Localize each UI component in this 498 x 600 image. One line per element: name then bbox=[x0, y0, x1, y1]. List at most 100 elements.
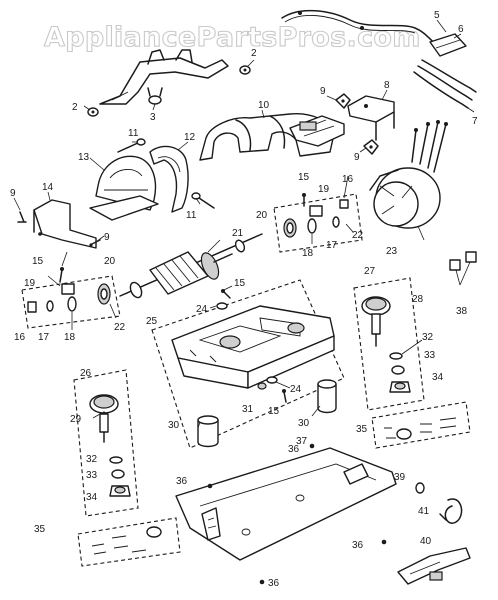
part-36-screw-c[interactable] bbox=[381, 539, 387, 545]
part-25-gear-case[interactable] bbox=[171, 305, 335, 389]
callout-15-bottom: 15 bbox=[268, 406, 280, 417]
callout-32-right: 32 bbox=[422, 332, 434, 343]
part-16-brush-cap-left[interactable] bbox=[27, 301, 37, 313]
part-20-brush-holder-left[interactable] bbox=[97, 283, 111, 305]
callout-24-top: 24 bbox=[196, 304, 208, 315]
part-8-switch-bracket[interactable] bbox=[347, 95, 395, 141]
callout-10: 10 bbox=[258, 100, 270, 111]
callout-9-right: 9 bbox=[354, 152, 360, 163]
callout-19-left: 19 bbox=[24, 278, 36, 289]
part-12-fan-gasket[interactable] bbox=[149, 145, 189, 213]
part-18-brush-spring-right[interactable] bbox=[307, 218, 317, 234]
part-28-beater-gear-right[interactable] bbox=[361, 296, 391, 347]
part-11-fan-screw-top[interactable] bbox=[117, 138, 146, 153]
callout-22-right: 22 bbox=[352, 230, 364, 241]
part-15-screw-case-bottom[interactable] bbox=[282, 389, 287, 403]
part-24-bushing-bottom[interactable] bbox=[266, 376, 278, 384]
callout-2-left: 2 bbox=[72, 102, 78, 113]
part-18-brush-spring-left[interactable] bbox=[67, 296, 77, 312]
part-35-ejector-left[interactable] bbox=[91, 526, 162, 555]
callout-36-a: 36 bbox=[176, 476, 188, 487]
part-40-ejector-button[interactable] bbox=[397, 547, 471, 585]
callout-18-right: 18 bbox=[302, 248, 314, 259]
part-15-screw-left[interactable] bbox=[59, 267, 64, 283]
part-20-brush-holder-right[interactable] bbox=[283, 218, 297, 238]
callout-36-c: 36 bbox=[352, 540, 364, 551]
part-30-bearing-right[interactable] bbox=[317, 379, 337, 414]
part-9-clip-b[interactable] bbox=[363, 139, 379, 155]
part-30-bearing-left[interactable] bbox=[197, 415, 219, 448]
callout-18-left: 18 bbox=[64, 332, 76, 343]
callout-16-right: 16 bbox=[342, 174, 354, 185]
part-9-clip-c[interactable] bbox=[17, 211, 27, 223]
callout-19-right: 19 bbox=[318, 184, 330, 195]
part-38-feet[interactable] bbox=[449, 251, 477, 271]
part-35-ejector-right[interactable] bbox=[384, 417, 457, 440]
part-2-screw-left[interactable] bbox=[87, 107, 99, 117]
part-17-insulator-right[interactable] bbox=[332, 216, 340, 228]
callout-9-bracket: 9 bbox=[104, 232, 110, 243]
part-36-screw-d[interactable] bbox=[259, 579, 265, 585]
callout-3: 3 bbox=[150, 112, 156, 123]
callout-6: 6 bbox=[458, 24, 464, 35]
part-2-screw-top[interactable] bbox=[239, 65, 251, 75]
part-15-screw-gear-case[interactable] bbox=[221, 289, 231, 299]
part-6-strain-relief[interactable] bbox=[429, 33, 467, 57]
part-37-base-plate[interactable] bbox=[175, 447, 397, 561]
part-31-washer[interactable] bbox=[257, 382, 267, 390]
brush-assembly-right-outline bbox=[273, 193, 363, 253]
callout-15-right: 15 bbox=[298, 172, 310, 183]
part-32-washer-right[interactable] bbox=[389, 352, 403, 360]
part-9-clip-a[interactable] bbox=[335, 93, 351, 109]
callout-26: 26 bbox=[80, 368, 92, 379]
callout-9-top: 9 bbox=[320, 86, 326, 97]
callout-7: 7 bbox=[472, 116, 478, 127]
callout-38: 38 bbox=[456, 306, 468, 317]
part-34-socket-left[interactable] bbox=[109, 485, 131, 497]
callout-32-left: 32 bbox=[86, 454, 98, 465]
part-33-ring-right[interactable] bbox=[391, 365, 405, 375]
part-19-brush-right[interactable] bbox=[309, 205, 323, 217]
part-17-insulator-left[interactable] bbox=[46, 300, 54, 312]
part-36-screw-b[interactable] bbox=[309, 443, 315, 449]
callout-40: 40 bbox=[420, 536, 432, 547]
callout-21: 21 bbox=[232, 228, 244, 239]
gear-assembly-left-outline bbox=[73, 369, 139, 517]
watermark: AppliancePartsPros.com bbox=[44, 22, 421, 53]
part-32-washer-left[interactable] bbox=[109, 456, 123, 464]
callout-22-left: 22 bbox=[114, 322, 126, 333]
callout-33-right: 33 bbox=[424, 350, 436, 361]
gear-assembly-right-outline bbox=[353, 277, 425, 411]
part-5-power-cord[interactable] bbox=[281, 9, 439, 47]
part-23-field-winding[interactable] bbox=[369, 120, 448, 229]
part-16-brush-cap-right[interactable] bbox=[339, 199, 349, 209]
callout-34-right: 34 bbox=[432, 372, 444, 383]
part-19-brush-left[interactable] bbox=[61, 283, 75, 295]
callout-35-right: 35 bbox=[356, 424, 368, 435]
part-29-beater-gear-left[interactable] bbox=[89, 394, 119, 443]
callout-11-bottom: 11 bbox=[186, 210, 197, 221]
callout-27: 27 bbox=[364, 266, 376, 277]
callout-34-left: 34 bbox=[86, 492, 98, 503]
callouts: 2 2 3 5 6 7 8 9 9 9 9 10 11 11 12 13 14 … bbox=[10, 10, 478, 589]
part-14-mounting-bracket[interactable] bbox=[33, 199, 97, 249]
callout-28: 28 bbox=[412, 294, 424, 305]
part-11-fan-screw-bottom[interactable] bbox=[191, 192, 215, 209]
part-7-lead-wires[interactable] bbox=[413, 59, 477, 109]
part-3-motor-bracket[interactable] bbox=[99, 49, 229, 105]
part-15-screw-right[interactable] bbox=[302, 193, 306, 207]
callout-37: 37 bbox=[296, 436, 308, 447]
ejector-assembly-right-outline bbox=[371, 401, 471, 449]
part-33-ring-left[interactable] bbox=[111, 469, 125, 479]
part-34-socket-right[interactable] bbox=[389, 381, 411, 393]
part-13-fan-housing[interactable] bbox=[89, 155, 159, 221]
callout-35-left: 35 bbox=[34, 524, 46, 535]
callout-5: 5 bbox=[434, 10, 440, 21]
callout-15-case: 15 bbox=[234, 278, 246, 289]
part-39-spring-pin[interactable] bbox=[415, 482, 425, 494]
part-41-release-spring[interactable] bbox=[439, 498, 463, 524]
part-36-screw-a[interactable] bbox=[207, 483, 213, 489]
part-10-motor-shroud[interactable] bbox=[199, 113, 345, 161]
part-21-armature[interactable] bbox=[119, 233, 263, 299]
part-24-bushing-top[interactable] bbox=[216, 302, 228, 310]
